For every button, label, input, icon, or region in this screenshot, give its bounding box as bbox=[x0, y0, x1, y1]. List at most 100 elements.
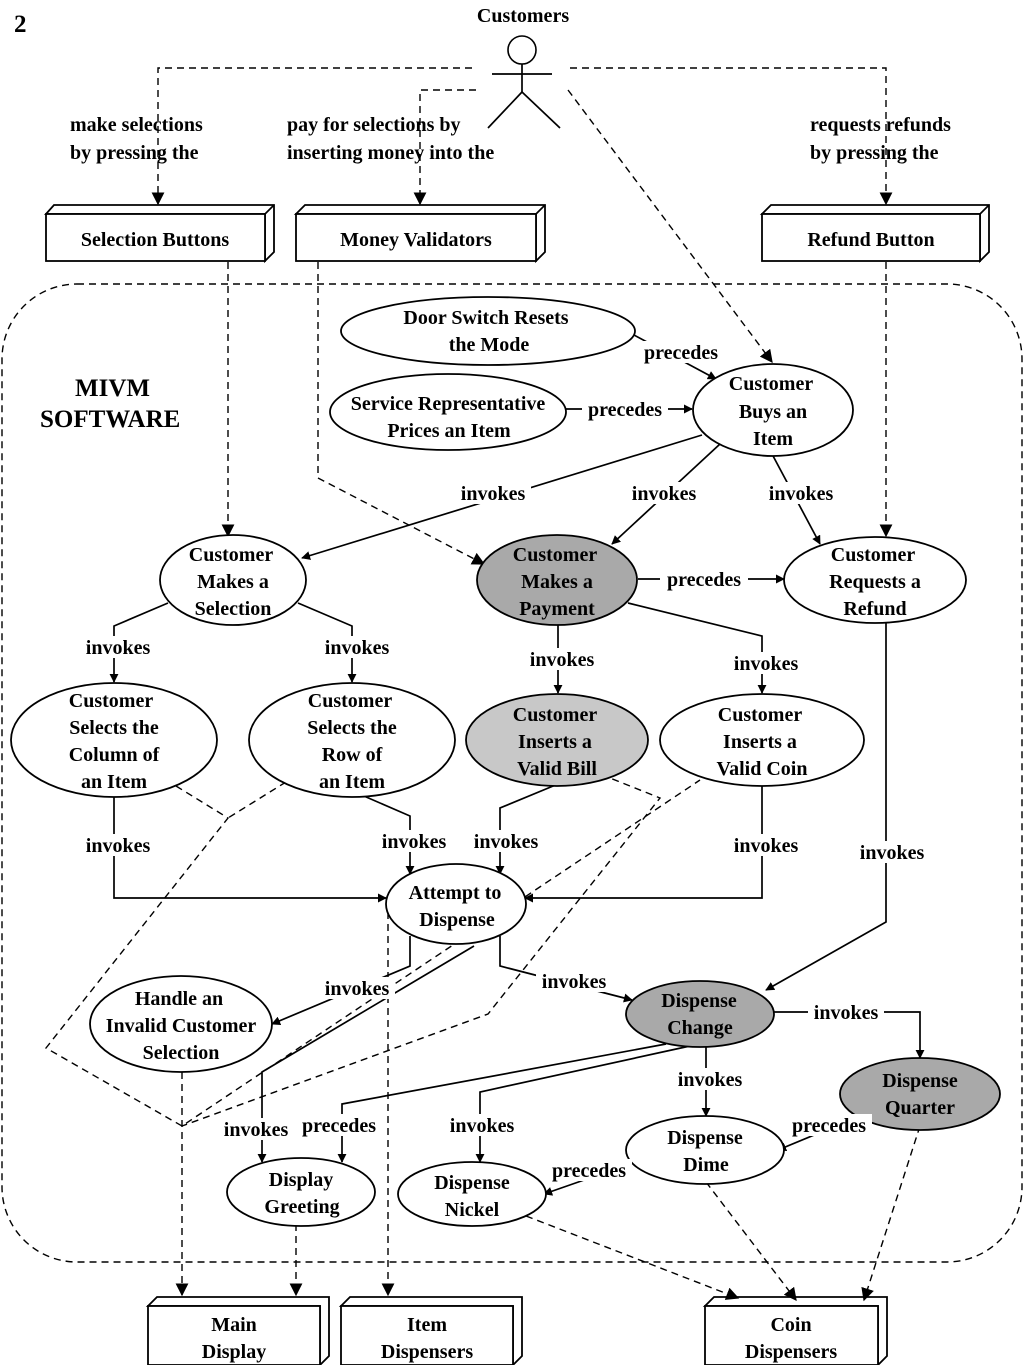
money-validators-box: Money Validators bbox=[293, 204, 546, 264]
refund-button-label: Refund Button bbox=[807, 229, 934, 251]
svg-text:Dispense: Dispense bbox=[661, 990, 737, 1012]
svg-text:Customer: Customer bbox=[69, 690, 154, 712]
svg-text:Valid Bill: Valid Bill bbox=[517, 758, 597, 780]
svg-text:Row of: Row of bbox=[322, 744, 383, 766]
svg-text:Dispense: Dispense bbox=[419, 909, 495, 931]
svg-text:an Item: an Item bbox=[319, 771, 385, 793]
invokes-label: invokes bbox=[325, 637, 390, 659]
svg-text:Column of: Column of bbox=[69, 744, 160, 766]
svg-text:Prices an Item: Prices an Item bbox=[387, 420, 511, 442]
page-number: 2 bbox=[14, 11, 27, 38]
precedes-label: precedes bbox=[667, 569, 741, 591]
svg-text:Attempt to: Attempt to bbox=[409, 882, 502, 904]
use-case-inserts-bill: Customer Inserts a Valid Bill bbox=[465, 693, 649, 787]
actor-right-leg bbox=[521, 91, 561, 129]
use-case-attempt-dispense: Attempt to Dispense bbox=[385, 863, 527, 945]
link-to-money-validators bbox=[413, 89, 476, 206]
use-case-requests-refund: Customer Requests a Refund bbox=[783, 536, 967, 624]
invokes-label: invokes bbox=[474, 831, 539, 853]
item-dispensers-line1: Item bbox=[407, 1314, 447, 1336]
svg-text:Makes a: Makes a bbox=[197, 571, 269, 593]
invokes-label: invokes bbox=[86, 637, 151, 659]
link-to-refund-button bbox=[570, 67, 893, 206]
invokes-label: invokes bbox=[734, 653, 799, 675]
use-case-makes-payment: Customer Makes a Payment bbox=[476, 534, 638, 626]
svg-text:Greeting: Greeting bbox=[264, 1196, 339, 1218]
payment-link-line2: inserting money into the bbox=[287, 142, 494, 164]
svg-text:Dime: Dime bbox=[683, 1154, 729, 1176]
svg-text:Makes a: Makes a bbox=[521, 571, 593, 593]
coin-dispensers-box: Coin Dispensers bbox=[702, 1296, 888, 1365]
svg-text:Service Representative: Service Representative bbox=[351, 393, 546, 415]
svg-text:Requests a: Requests a bbox=[829, 571, 921, 593]
svg-text:Selects the: Selects the bbox=[69, 717, 159, 739]
invokes-label: invokes bbox=[450, 1115, 515, 1137]
use-case-selects-column: Customer Selects the Column of an Item bbox=[10, 682, 218, 798]
selection-link-line1: make selections bbox=[70, 114, 203, 136]
svg-text:Dispense: Dispense bbox=[434, 1172, 510, 1194]
selection-link-line2: by pressing the bbox=[70, 142, 199, 164]
actor-head-icon bbox=[507, 35, 537, 65]
refund-button-box: Refund Button bbox=[759, 204, 990, 264]
svg-text:Refund: Refund bbox=[843, 598, 906, 620]
use-case-dispense-nickel: Dispense Nickel bbox=[397, 1161, 547, 1227]
use-case-handle-invalid: Handle an Invalid Customer Selection bbox=[89, 975, 273, 1073]
svg-text:Quarter: Quarter bbox=[885, 1097, 955, 1119]
svg-text:Customer: Customer bbox=[729, 373, 814, 395]
invokes-label: invokes bbox=[461, 483, 526, 505]
svg-text:Selection: Selection bbox=[143, 1042, 220, 1064]
svg-text:Selects the: Selects the bbox=[307, 717, 397, 739]
invokes-labels: invokes invokes invokes invokes invokes … bbox=[80, 482, 930, 1141]
svg-text:Dispense: Dispense bbox=[667, 1127, 743, 1149]
invokes-label: invokes bbox=[860, 842, 925, 864]
use-case-inserts-coin: Customer Inserts a Valid Coin bbox=[659, 693, 865, 787]
invokes-label: invokes bbox=[678, 1069, 743, 1091]
precedes-label: precedes bbox=[552, 1160, 626, 1182]
actor-links bbox=[151, 67, 893, 364]
use-case-dispense-quarter: Dispense Quarter bbox=[839, 1057, 1001, 1131]
svg-text:Customer: Customer bbox=[189, 544, 274, 566]
svg-text:Customer: Customer bbox=[513, 704, 598, 726]
svg-text:Invalid Customer: Invalid Customer bbox=[106, 1015, 257, 1037]
system-boundary bbox=[1, 283, 1023, 1263]
svg-text:Inserts a: Inserts a bbox=[518, 731, 592, 753]
use-case-dispense-dime: Dispense Dime bbox=[625, 1115, 785, 1185]
svg-text:Customer: Customer bbox=[308, 690, 393, 712]
invokes-label: invokes bbox=[632, 483, 697, 505]
svg-text:Customer: Customer bbox=[718, 704, 803, 726]
svg-text:Item: Item bbox=[753, 428, 793, 450]
svg-text:Change: Change bbox=[667, 1017, 733, 1039]
item-dispensers-box: Item Dispensers bbox=[338, 1296, 523, 1365]
precedes-label: precedes bbox=[588, 399, 662, 421]
precedes-labels: precedes precedes precedes precedes prec… bbox=[296, 341, 872, 1182]
use-case-door-switch: Door Switch Resets the Mode bbox=[340, 296, 636, 366]
invokes-label: invokes bbox=[530, 649, 595, 671]
invokes-label: invokes bbox=[542, 971, 607, 993]
invokes-label: invokes bbox=[734, 835, 799, 857]
svg-text:Display: Display bbox=[269, 1169, 333, 1191]
link-to-buys-item bbox=[567, 89, 773, 364]
invokes-label: invokes bbox=[325, 978, 390, 1000]
actor-label: Customers bbox=[477, 5, 569, 27]
main-display-box: Main Display bbox=[145, 1296, 330, 1365]
svg-text:Handle an: Handle an bbox=[135, 988, 223, 1010]
selection-buttons-box: Selection Buttons bbox=[43, 204, 275, 264]
refund-link-line1: requests refunds bbox=[810, 114, 951, 136]
use-case-selects-row: Customer Selects the Row of an Item bbox=[248, 682, 456, 798]
money-validators-label: Money Validators bbox=[340, 229, 492, 251]
svg-text:Payment: Payment bbox=[519, 598, 595, 620]
customers-actor: Customers bbox=[477, 5, 569, 129]
use-case-buys-item: Customer Buys an Item bbox=[692, 363, 854, 457]
main-display-line2: Display bbox=[202, 1341, 266, 1363]
coin-dispensers-line1: Coin bbox=[770, 1314, 811, 1336]
item-dispensers-line2: Dispensers bbox=[381, 1341, 473, 1363]
invokes-label: invokes bbox=[224, 1119, 289, 1141]
invokes-label: invokes bbox=[382, 831, 447, 853]
svg-text:the Mode: the Mode bbox=[449, 334, 530, 356]
svg-text:Valid Coin: Valid Coin bbox=[717, 758, 808, 780]
svg-text:Buys an: Buys an bbox=[739, 401, 807, 423]
svg-text:Door Switch Resets: Door Switch Resets bbox=[403, 307, 568, 329]
invokes-label: invokes bbox=[86, 835, 151, 857]
svg-text:Selection: Selection bbox=[195, 598, 272, 620]
